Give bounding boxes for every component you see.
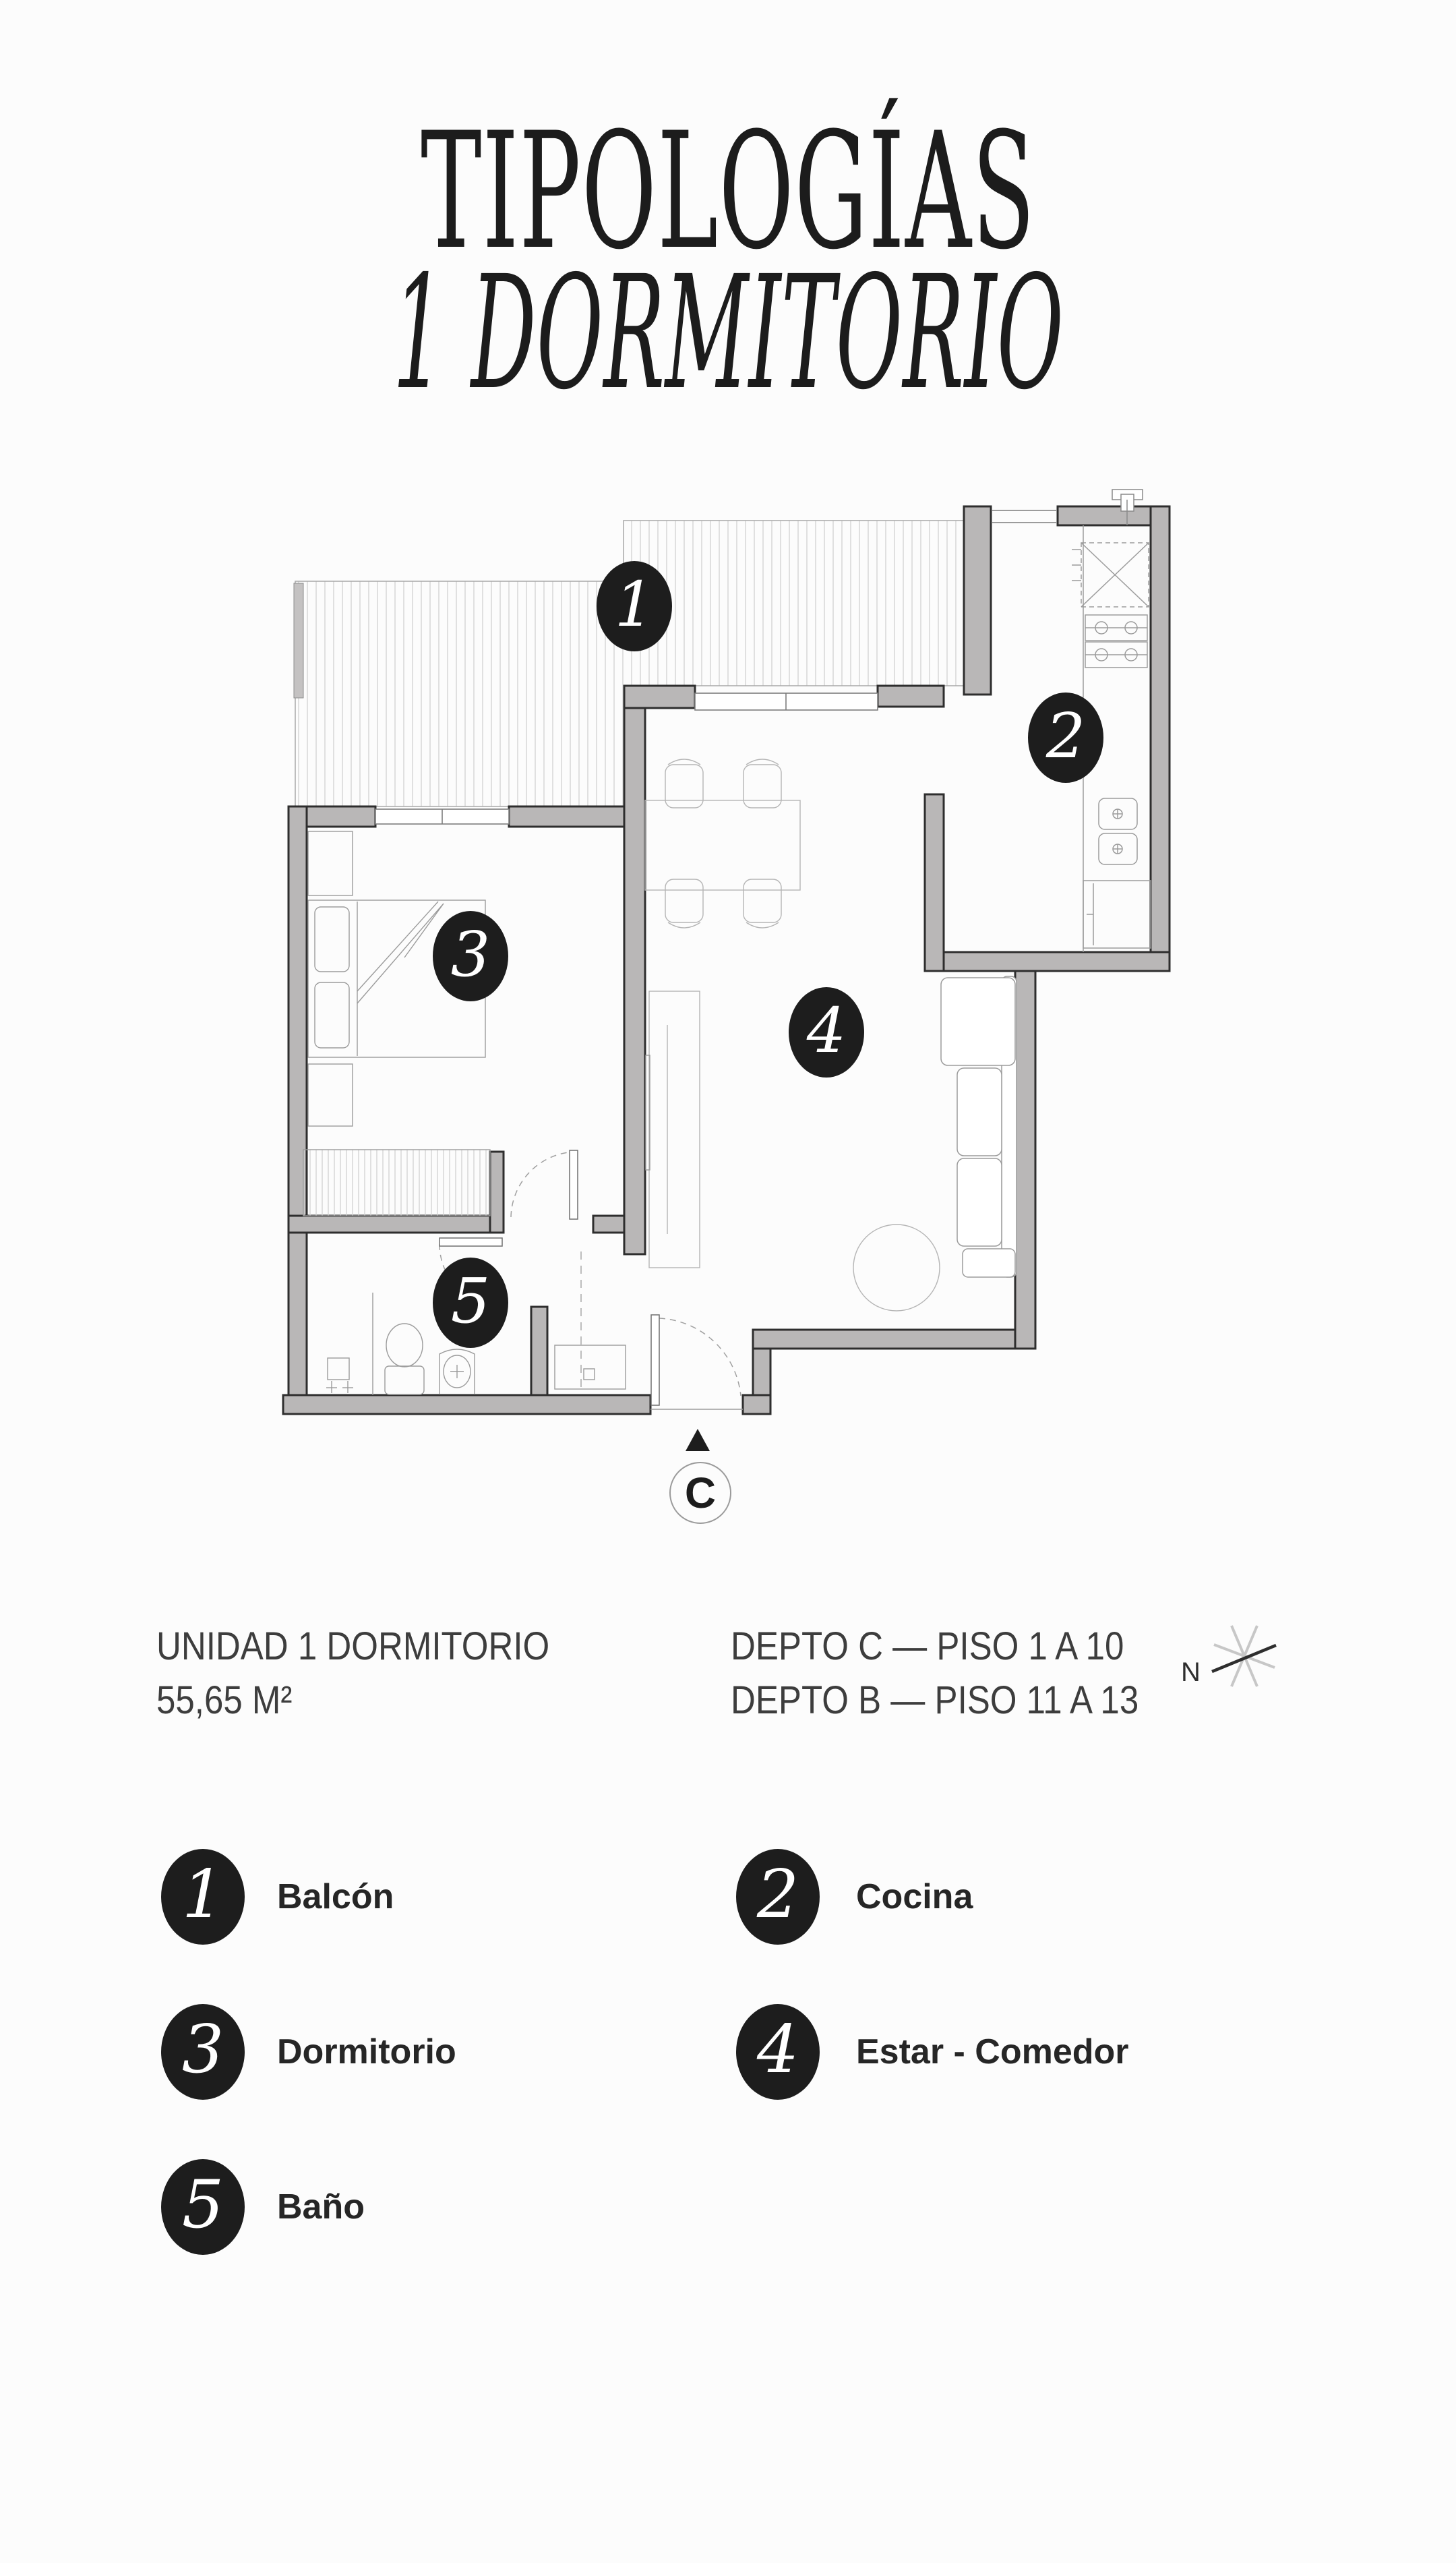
bathroom-fixtures — [326, 1293, 475, 1395]
page-title: TIPOLOGÍAS 1 DORMITORIO — [0, 98, 1456, 424]
legend-badge: 5 — [161, 2159, 245, 2255]
floor-plan-drawing — [282, 489, 1171, 1415]
windows — [375, 510, 1056, 825]
north-label: N — [1181, 1657, 1201, 1687]
sofa — [940, 976, 1017, 1278]
legend-label: Balcón — [277, 1877, 394, 1916]
unit-info: UNIDAD 1 DORMITORIO 55,65 M² — [156, 1620, 603, 1728]
depto-line-2: DEPTO B — PISO 11 A 13 — [731, 1678, 1139, 1722]
vent-detail — [1112, 489, 1143, 525]
legend-label: Estar - Comedor — [856, 2032, 1129, 2071]
plan-badge-number: 4 — [806, 994, 847, 1067]
unit-area: 55,65 M² — [156, 1678, 293, 1722]
legend-label: Baño — [277, 2187, 365, 2227]
legend-badge: 1 — [161, 1849, 245, 1945]
plan-badge-bano: 5 — [433, 1258, 508, 1348]
plan-badge-number: 5 — [450, 1264, 491, 1337]
plan-badge-number: 2 — [1045, 699, 1086, 772]
entrance-arrow-icon — [686, 1429, 710, 1451]
legend-badge: 3 — [161, 2004, 245, 2100]
entrance-marker: C — [669, 1462, 731, 1524]
legend-label: Dormitorio — [277, 2032, 456, 2071]
legend-label: Cocina — [856, 1877, 973, 1916]
walls — [282, 505, 1171, 1415]
legend-item-dormitorio: 3 Dormitorio — [161, 2004, 456, 2100]
plan-badge-balcon: 1 — [597, 561, 672, 651]
legend-item-balcon: 1 Balcón — [161, 1849, 394, 1945]
unit-name: UNIDAD 1 DORMITORIO — [156, 1624, 550, 1668]
rug — [853, 1224, 940, 1312]
plan-badge-number: 1 — [614, 568, 655, 641]
legend-item-estar-comedor: 4 Estar - Comedor — [736, 2004, 1129, 2100]
legend-item-bano: 5 Baño — [161, 2159, 365, 2255]
title-line-1: TIPOLOGÍAS — [420, 98, 1036, 285]
legend-badge-number: 1 — [181, 1856, 224, 1933]
north-compass-icon — [1211, 1625, 1277, 1687]
title-line-2: 1 DORMITORIO — [392, 242, 1064, 424]
closet — [303, 1149, 491, 1216]
plan-badge-cocina: 2 — [1028, 693, 1103, 783]
legend-item-cocina: 2 Cocina — [736, 1849, 973, 1945]
legend-badge: 4 — [736, 2004, 820, 2100]
tv-console — [645, 991, 700, 1268]
legend-badge-number: 2 — [756, 1856, 799, 1933]
legend-badge-number: 4 — [756, 2011, 799, 2088]
depto-line-1: DEPTO C — PISO 1 A 10 — [731, 1624, 1124, 1668]
balcony-area — [293, 520, 965, 807]
depto-info: DEPTO C — PISO 1 A 10 DEPTO B — PISO 11 … — [731, 1620, 1194, 1728]
doors — [439, 1150, 743, 1410]
entrance-label: C — [684, 1469, 717, 1517]
dining-set — [644, 759, 801, 929]
legend-badge: 2 — [736, 1849, 820, 1945]
plan-badge-number: 3 — [450, 918, 491, 991]
legend-badge-number: 3 — [181, 2011, 224, 2088]
plan-badge-dormitorio: 3 — [433, 911, 508, 1001]
legend-badge-number: 5 — [181, 2167, 224, 2243]
laundry-niche — [554, 1345, 626, 1390]
plan-badge-estar: 4 — [789, 987, 864, 1078]
